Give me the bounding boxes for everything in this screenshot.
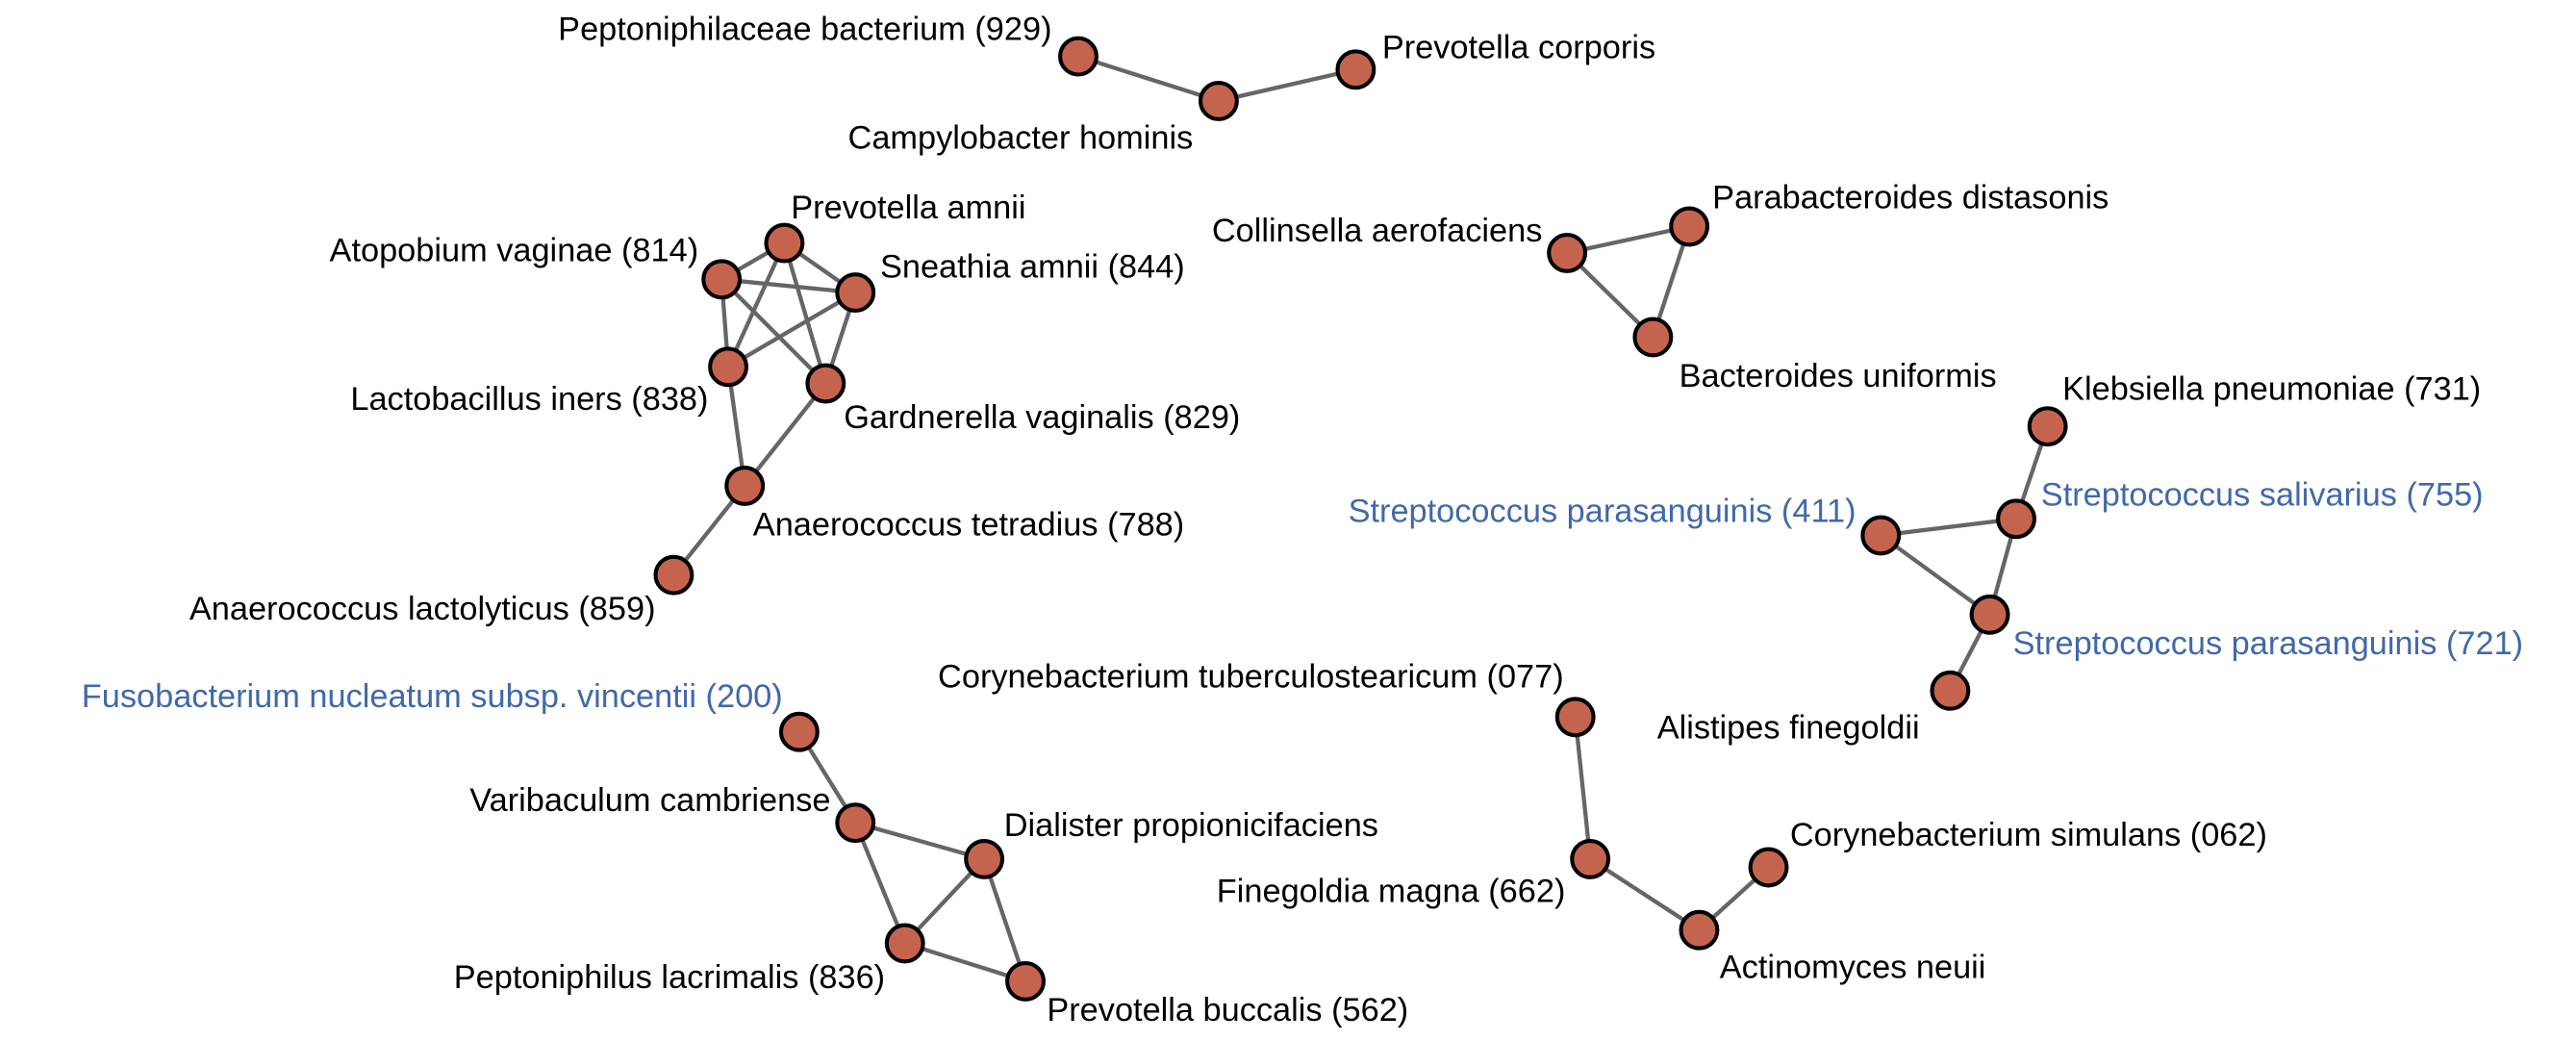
node-campylobacter[interactable] — [1198, 81, 1239, 121]
label-peptoniphilus: Peptoniphilus lacrimalis (836) — [454, 959, 885, 996]
edge-peptoniphilaceae-campylobacter — [1075, 54, 1222, 104]
node-atopobium[interactable] — [701, 259, 743, 300]
label-klebsiella: Klebsiella pneumoniae (731) — [2062, 371, 2481, 408]
label-prevotella-buccalis: Prevotella buccalis (562) — [1047, 992, 1408, 1028]
node-sneathia[interactable] — [835, 272, 876, 314]
label-peptoniphilaceae: Peptoniphilaceae bacterium (929) — [558, 11, 1051, 47]
edge-gardnerella-anaerococcus-tetradius — [743, 381, 828, 489]
edge-peptoniphilus-prevotella-buccalis — [902, 941, 1028, 984]
label-strep-salivarius: Streptococcus salivarius (755) — [2041, 477, 2484, 514]
node-strep-parasanguinis-411[interactable] — [1860, 515, 1902, 556]
node-peptoniphilus[interactable] — [884, 923, 925, 964]
node-corynebacterium-tuberculostearicum[interactable] — [1554, 697, 1596, 738]
edge-sneathia-lactobacillus — [725, 290, 858, 369]
label-lactobacillus: Lactobacillus iners (838) — [350, 381, 708, 418]
node-anaerococcus-lactolyticus[interactable] — [653, 554, 695, 596]
edge-varibaculum-peptoniphilus — [853, 821, 907, 946]
label-corynebacterium-simulans: Corynebacterium simulans (062) — [1790, 817, 2267, 853]
edge-dialister-prevotella-buccalis — [981, 856, 1028, 984]
label-prevotella-corporis: Prevotella corporis — [1382, 29, 1655, 65]
node-corynebacterium-simulans[interactable] — [1748, 847, 1789, 888]
label-bacteroides: Bacteroides uniformis — [1679, 358, 1997, 394]
label-collinsella: Collinsella aerofaciens — [1212, 213, 1542, 249]
label-sneathia: Sneathia amnii (844) — [880, 249, 1185, 286]
label-finegoldia: Finegoldia magna (662) — [1217, 874, 1566, 910]
edge-finegoldia-actinomyces — [1588, 856, 1702, 932]
node-peptoniphilaceae[interactable] — [1058, 36, 1099, 77]
node-strep-parasanguinis-721[interactable] — [1969, 594, 2010, 635]
labels-layer: Peptoniphilaceae bacterium (929) Campylo… — [82, 11, 2523, 1028]
node-finegoldia[interactable] — [1570, 838, 1611, 879]
edge-atopobium-sneathia — [720, 277, 858, 295]
node-prevotella-buccalis[interactable] — [1005, 961, 1046, 1002]
edge-corynebacterium-tuberculostearicum-finegoldia — [1573, 715, 1593, 862]
label-campylobacter: Campylobacter hominis — [848, 120, 1194, 157]
label-parabacteroides: Parabacteroides distasonis — [1712, 180, 2109, 216]
nodes-layer — [653, 36, 2068, 1002]
node-dialister[interactable] — [964, 838, 1005, 879]
edge-prevotella-amnii-lactobacillus — [725, 241, 787, 369]
edge-atopobium-gardnerella — [720, 277, 828, 386]
node-anaerococcus-tetradius[interactable] — [724, 466, 766, 506]
edge-collinsella-parabacteroides — [1564, 224, 1692, 256]
node-parabacteroides[interactable] — [1669, 206, 1710, 247]
label-prevotella-amnii: Prevotella amnii — [791, 190, 1025, 226]
edge-strep-parasanguinis-411-strep-parasanguinis-721 — [1879, 533, 1992, 617]
label-atopobium: Atopobium vaginae (814) — [330, 232, 699, 268]
label-fusobacterium: Fusobacterium nucleatum subsp. vincentii… — [82, 678, 783, 715]
edge-prevotella-amnii-gardnerella — [782, 241, 828, 386]
node-strep-salivarius[interactable] — [1996, 498, 2036, 540]
node-alistipes[interactable] — [1930, 670, 1971, 711]
edge-strep-parasanguinis-411-strep-salivarius — [1879, 517, 2019, 538]
node-lactobacillus[interactable] — [708, 346, 748, 388]
label-strep-parasanguinis-411: Streptococcus parasanguinis (411) — [1349, 494, 1856, 530]
label-strep-parasanguinis-721: Streptococcus parasanguinis (721) — [2013, 625, 2523, 662]
label-alistipes: Alistipes finegoldii — [1657, 710, 1920, 747]
label-anaerococcus-lactolyticus: Anaerococcus lactolyticus (859) — [189, 591, 656, 627]
node-klebsiella[interactable] — [2027, 406, 2068, 447]
node-varibaculum[interactable] — [835, 802, 876, 844]
edge-varibaculum-dialister — [853, 821, 987, 862]
node-prevotella-corporis[interactable] — [1335, 49, 1376, 90]
node-gardnerella[interactable] — [805, 363, 846, 404]
node-prevotella-amnii[interactable] — [764, 222, 805, 264]
label-dialister: Dialister propionicifaciens — [1004, 807, 1378, 844]
label-corynebacterium-tuberculostearicum: Corynebacterium tuberculostearicum (077) — [938, 658, 1564, 695]
label-actinomyces: Actinomyces neuii — [1720, 950, 1986, 986]
edge-campylobacter-prevotella-corporis — [1216, 67, 1358, 104]
node-fusobacterium[interactable] — [778, 711, 820, 752]
label-gardnerella: Gardnerella vaginalis (829) — [844, 399, 1240, 436]
node-actinomyces[interactable] — [1679, 909, 1720, 951]
label-anaerococcus-tetradius: Anaerococcus tetradius (788) — [753, 506, 1184, 543]
node-bacteroides[interactable] — [1632, 317, 1674, 358]
node-collinsella[interactable] — [1547, 232, 1588, 273]
label-varibaculum: Varibaculum cambriense — [469, 782, 830, 819]
